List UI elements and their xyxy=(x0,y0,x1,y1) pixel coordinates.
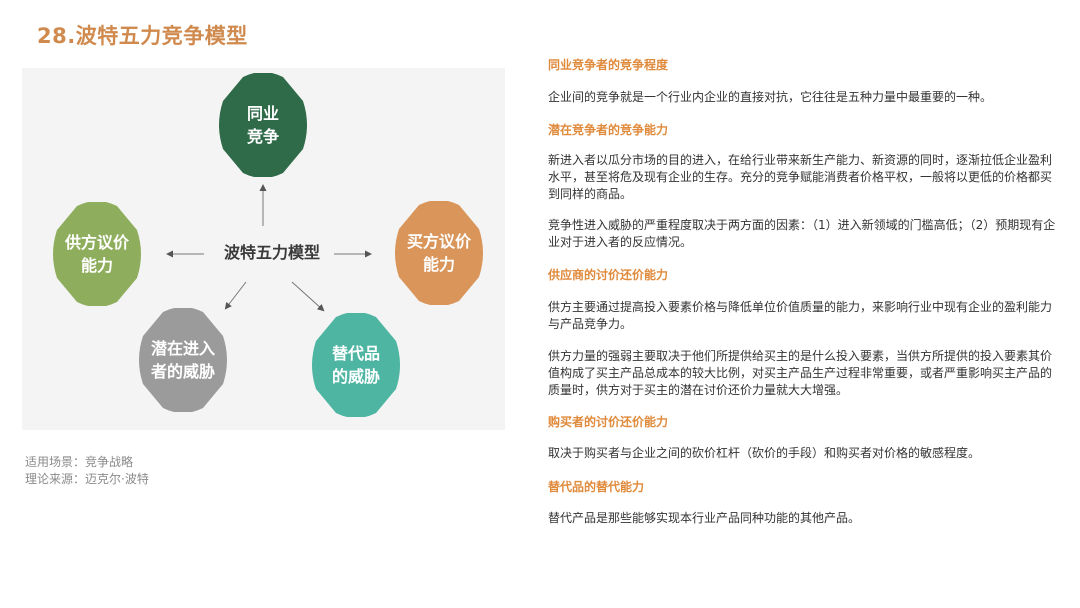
hex-node-supplier-power: 供方议价 能力 xyxy=(49,202,145,306)
hex-node-buyer-power: 买方议价 能力 xyxy=(391,201,487,305)
hexagon-shape-icon xyxy=(219,73,307,177)
section-paragraph: 取决于购买者与企业之间的砍价杠杆（砍价的手段）和购买者对价格的敏感程度。 xyxy=(548,446,981,460)
page-title: 28.波特五力竞争模型 xyxy=(37,24,248,48)
section-paragraph: 新进入者以瓜分市场的目的进入，在给行业带来新生产能力、新资源的同时，逐渐拉低企业… xyxy=(548,153,1053,201)
section-title-buyer-power: 购买者的讨价还价能力 xyxy=(548,415,669,429)
section-title-supplier-power: 供应商的讨价还价能力 xyxy=(548,268,669,282)
arrow-down-left xyxy=(224,281,247,310)
hex-node-new-entrants: 潜在进入 者的威胁 xyxy=(135,308,231,412)
hexagon-shape-icon xyxy=(312,313,400,417)
section-title-industry-rivalry: 同业竞争者的竞争程度 xyxy=(548,58,669,72)
section-paragraph: 竞争性进入威胁的严重程度取决于两方面的因素：（1）进入新领域的门槛高低；（2）预… xyxy=(548,218,1056,249)
arrow-down-right xyxy=(291,281,325,312)
hex-node-substitutes: 替代品 的威胁 xyxy=(308,313,404,417)
diagram-center-label: 波特五力模型 xyxy=(223,243,320,262)
hex-node-industry-rivalry: 同业 竞争 xyxy=(215,73,311,177)
section-title-substitutes: 替代品的替代能力 xyxy=(548,480,645,494)
section-paragraph: 供方主要通过提高投入要素价格与降低单位价值质量的能力，来影响行业中现有企业的盈利… xyxy=(548,300,1053,331)
hexagon-shape-icon xyxy=(395,201,483,305)
meta-info: 适用场景：竞争战略 理论来源：迈克尔·波特 xyxy=(25,454,149,488)
meta-scenario: 适用场景：竞争战略 xyxy=(25,455,134,469)
section-paragraph: 企业间的竞争就是一个行业内企业的直接对抗，它往往是五种力量中最重要的一种。 xyxy=(548,90,993,104)
five-forces-diagram: 同业 竞争 供方议价 能力 买方议价 能力 潜在进入 者的威胁 替代品 的威胁 … xyxy=(22,68,505,430)
diagram-arrows xyxy=(166,184,372,312)
hexagon-shape-icon xyxy=(53,202,141,306)
hexagon-shape-icon xyxy=(139,308,227,412)
section-paragraph: 替代产品是那些能够实现本行业产品同种功能的其他产品。 xyxy=(548,511,861,525)
section-title-new-entrants: 潜在竞争者的竞争能力 xyxy=(548,123,669,137)
section-paragraph: 供方力量的强弱主要取决于他们所提供给买主的是什么投入要素，当供方所提供的投入要素… xyxy=(548,349,1053,397)
meta-source: 理论来源：迈克尔·波特 xyxy=(25,472,149,486)
